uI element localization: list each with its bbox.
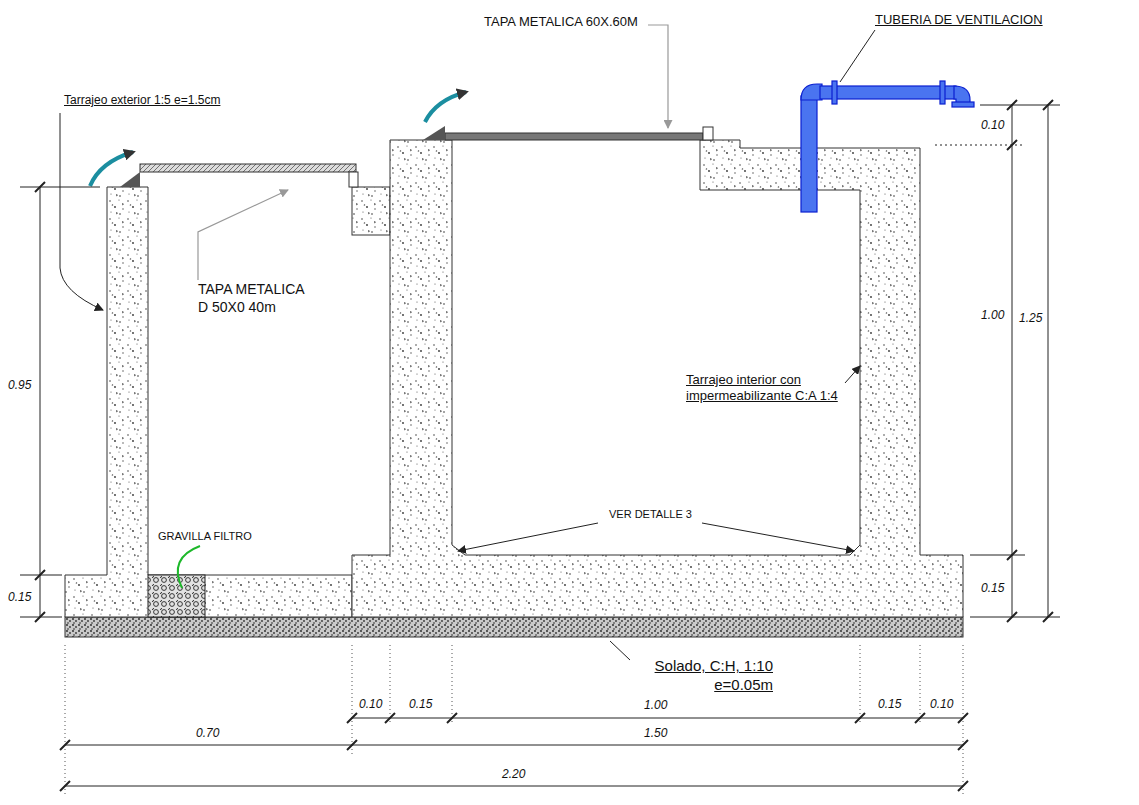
dimension-text: 0.10: [928, 697, 955, 712]
vent-pipe: [801, 81, 974, 212]
filter-chamber-concrete: [65, 187, 352, 617]
large-lid: [445, 133, 703, 140]
gravel-note: GRAVILLA FILTRO: [156, 530, 254, 544]
dimension-text: 0.15: [407, 697, 434, 712]
solado-layer: [65, 617, 963, 637]
leader-lines: [60, 25, 875, 660]
lid-frame: [349, 172, 358, 187]
dimension-lines: [20, 100, 1060, 795]
pipe-note: TUBERIA DE VENTILACION: [873, 12, 1045, 28]
opening-arrow: [90, 152, 133, 186]
lid-frame: [703, 127, 713, 140]
solado-note: Solado, C:H, 1:10 e=0.05m: [650, 657, 775, 695]
gravel-filter: [148, 575, 205, 617]
dimension-text: 1.00: [642, 698, 669, 713]
lid-ledge: [352, 187, 390, 235]
dimension-text: 1.25: [1017, 311, 1044, 326]
tank-concrete: [352, 140, 963, 617]
opening-arrow: [425, 92, 466, 122]
dimension-text: 1.50: [642, 726, 669, 741]
dimension-text: 0.15: [979, 581, 1006, 596]
hinge: [423, 126, 445, 140]
dimension-text: 0.70: [194, 726, 221, 741]
detail-reference: VER DETALLE 3: [607, 508, 694, 522]
lid-note: TAPA METALICA D 50X0 40m: [196, 281, 309, 316]
lid-note: TAPA METALICA 60X.60M: [482, 14, 640, 30]
hinge: [120, 172, 140, 187]
dimension-text: 0.95: [6, 378, 33, 393]
dimension-text: 0.15: [876, 697, 903, 712]
dimension-text: 2.20: [500, 767, 527, 782]
dimension-text: 0.10: [979, 118, 1006, 133]
small-lid: [140, 164, 356, 172]
dimension-text: 1.00: [979, 308, 1006, 323]
plaster-note: Tarrajeo exterior 1:5 e=1.5cm: [62, 93, 222, 108]
plaster-note: Tarrajeo interior con impermeabilizante …: [684, 372, 842, 405]
dimension-text: 0.10: [357, 697, 384, 712]
dimension-text: 0.15: [6, 590, 33, 605]
